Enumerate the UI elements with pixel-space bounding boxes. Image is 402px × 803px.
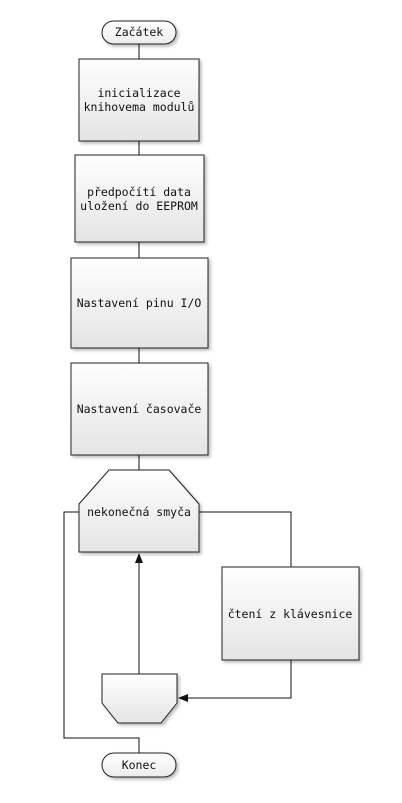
start-label: Začátek — [115, 25, 164, 39]
end-label: Konec — [122, 758, 157, 772]
start-terminal: Začátek — [101, 20, 177, 45]
step-timer-setup: Nastavení časovače — [70, 362, 209, 456]
edge-body-to-loop-end — [186, 660, 292, 699]
connectors — [63, 44, 292, 753]
step-read-keypad-label: čtení z klávesnice — [228, 607, 353, 621]
step-precompute-data-line2: uložení do EEPROM — [80, 199, 198, 213]
edge-loop-to-body — [199, 511, 292, 567]
loop-start-label: nekonečná smyča — [87, 505, 191, 519]
loop-end — [101, 673, 178, 724]
arrowhead-loop-back — [135, 553, 143, 563]
step-read-keypad: čtení z klávesnice — [221, 566, 360, 661]
step-precompute-data-line1: předpočítí data — [87, 185, 191, 199]
end-terminal: Konec — [101, 752, 177, 778]
step-init-libraries: inicializace knihovema modulů — [78, 58, 200, 142]
step-pin-setup: Nastavení pinu I/O — [70, 257, 209, 349]
step-init-libraries-line1: inicializace — [97, 86, 180, 100]
arrowhead-loop-end — [178, 694, 188, 702]
step-timer-setup-label: Nastavení časovače — [77, 402, 202, 416]
step-pin-setup-label: Nastavení pinu I/O — [77, 296, 202, 310]
step-init-libraries-line2: knihovema modulů — [84, 100, 195, 114]
step-precompute-data: předpočítí data uložení do EEPROM — [74, 154, 205, 243]
loop-start: nekonečná smyča — [78, 469, 200, 553]
edge-loop-exit — [63, 511, 140, 753]
